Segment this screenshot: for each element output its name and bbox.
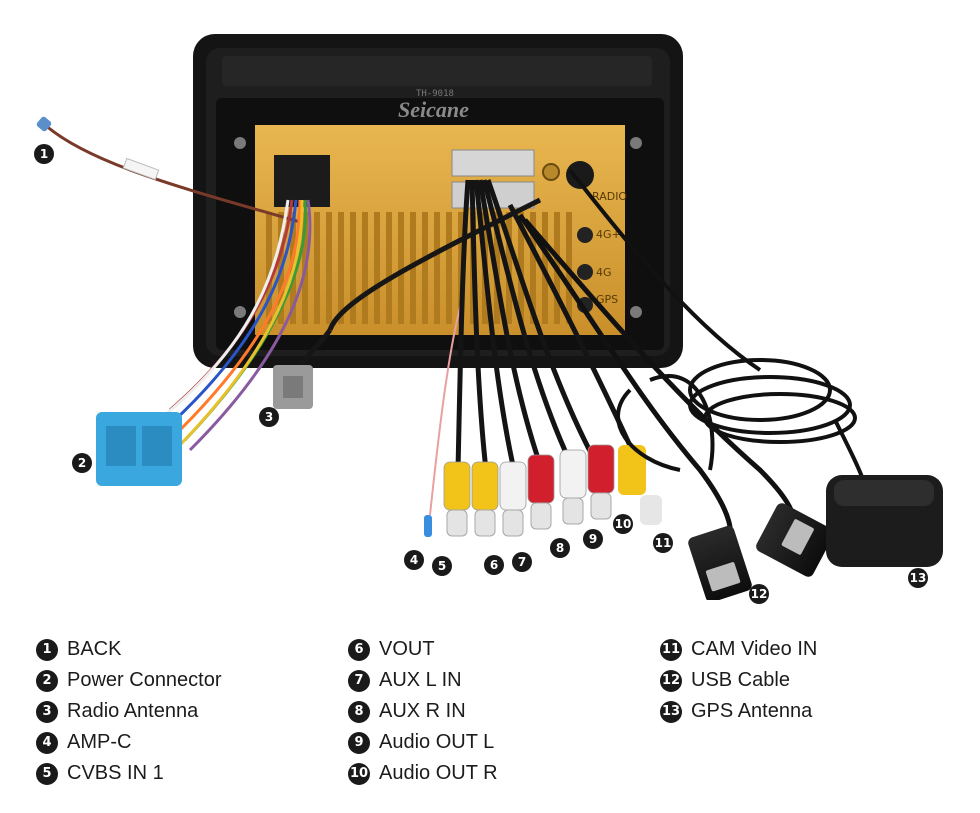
- aux-l-in-plug: [499, 461, 527, 511]
- audio-out-r-plug-tip: [590, 492, 612, 520]
- cooling-fin: [422, 212, 428, 324]
- vout-plug-tip: [474, 509, 496, 537]
- legend-badge: 9: [348, 731, 370, 754]
- callout-10: 10: [613, 514, 633, 534]
- legend-col-2: 6 VOUT 7 AUX L IN 8 AUX R IN 9 Audio OUT L 1…: [348, 634, 498, 789]
- legend-label: AUX L IN: [379, 669, 462, 691]
- cooling-fin: [362, 212, 368, 324]
- legend-badge: 10: [348, 762, 370, 785]
- legend-item: 1 BACK: [36, 634, 222, 665]
- cooling-fin: [266, 212, 272, 324]
- callout-5: 5: [432, 556, 452, 576]
- legend-badge: 4: [36, 731, 58, 754]
- legend-badge: 2: [36, 669, 58, 692]
- aux-l-in-plug-tip: [502, 509, 524, 537]
- cooling-fin: [350, 212, 356, 324]
- legend-badge: 6: [348, 638, 370, 661]
- head-unit-diagram: TH-9018 Seicane RADIO 4G+ 4G GPS: [36, 34, 943, 600]
- cooling-fin: [326, 212, 332, 324]
- 4g-port-label: 4G+: [596, 228, 621, 241]
- gps-antenna: [568, 168, 943, 567]
- gps-port-label: GPS: [596, 293, 618, 306]
- vout-plug: [471, 461, 499, 511]
- legend-item: 4 AMP-C: [36, 727, 222, 758]
- legend-badge: 7: [348, 669, 370, 692]
- legend-badge: 12: [660, 669, 682, 692]
- cooling-fin: [530, 212, 536, 324]
- cooling-fin: [518, 212, 524, 324]
- callout-13: 13: [908, 568, 928, 588]
- model-text: TH-9018: [416, 89, 454, 99]
- legend-label: AUX R IN: [379, 700, 466, 722]
- aux-r-in-plug-tip: [530, 502, 552, 530]
- legend-col-3: 11 CAM Video IN 12 USB Cable 13 GPS Antenna: [660, 634, 817, 727]
- legend-item: 9 Audio OUT L: [348, 727, 498, 758]
- legend-badge: 5: [36, 762, 58, 785]
- legend-badge: 13: [660, 700, 682, 723]
- legend-label: Power Connector: [67, 669, 222, 691]
- legend-item: 13 GPS Antenna: [660, 696, 817, 727]
- audio-out-l-plug-tip: [562, 497, 584, 525]
- radio-antenna-cable: [273, 197, 542, 409]
- radio-port-label: RADIO: [592, 190, 627, 203]
- callout-4: 4: [404, 550, 424, 570]
- legend-item: 8 AUX R IN: [348, 696, 498, 727]
- cam-video-plug: [618, 445, 662, 525]
- legend-label: Radio Antenna: [67, 700, 199, 722]
- legend-label: VOUT: [379, 638, 435, 660]
- legend-item: 5 CVBS IN 1: [36, 758, 222, 789]
- legend-label: CAM Video IN: [691, 638, 818, 660]
- rca-bundle: [455, 179, 603, 472]
- cooling-fin: [314, 212, 320, 324]
- cooling-fin: [374, 212, 380, 324]
- callout-7: 7: [512, 552, 532, 572]
- callout-6: 6: [484, 555, 504, 575]
- callout-2: 2: [72, 453, 92, 473]
- callout-12: 12: [749, 584, 769, 604]
- cooling-fin: [398, 212, 404, 324]
- legend-item: 10 Audio OUT R: [348, 758, 498, 789]
- legend-item: 2 Power Connector: [36, 665, 222, 696]
- legend-label: Audio OUT R: [379, 762, 498, 784]
- cvbs-in-plug-tip: [446, 509, 468, 537]
- legend-item: 12 USB Cable: [660, 665, 817, 696]
- 4g-b-port-label: 4G: [596, 266, 612, 279]
- cooling-fin: [434, 212, 440, 324]
- cooling-fin: [338, 212, 344, 324]
- amp-c-tip: [424, 515, 432, 537]
- callout-3: 3: [259, 407, 279, 427]
- legend-label: AMP-C: [67, 731, 132, 753]
- aux-r-in-plug: [527, 454, 555, 504]
- amp-c-wire: [429, 299, 463, 516]
- legend-label: Audio OUT L: [379, 731, 495, 753]
- legend-item: 3 Radio Antenna: [36, 696, 222, 727]
- brand-logo: Seicane: [398, 97, 469, 122]
- cvbs-in-plug: [443, 461, 471, 511]
- legend-badge: 11: [660, 638, 682, 661]
- audio-out-l-plug: [559, 449, 587, 499]
- legend-label: USB Cable: [691, 669, 790, 691]
- legend-label: GPS Antenna: [691, 700, 813, 722]
- power-harness: [96, 199, 312, 486]
- legend-badge: 3: [36, 700, 58, 723]
- callout-1: 1: [34, 144, 54, 164]
- rca-plugs: [443, 444, 615, 537]
- legend-label: CVBS IN 1: [67, 762, 164, 784]
- callout-9: 9: [583, 529, 603, 549]
- cooling-fin: [446, 212, 452, 324]
- callout-11: 11: [653, 533, 673, 553]
- legend-label: BACK: [67, 638, 122, 660]
- callout-8: 8: [550, 538, 570, 558]
- legend-badge: 1: [36, 638, 58, 661]
- legend-item: 6 VOUT: [348, 634, 498, 665]
- back-wire: [36, 116, 301, 224]
- usb-cables: [517, 213, 834, 600]
- legend-badge: 8: [348, 700, 370, 723]
- cooling-fin: [386, 212, 392, 324]
- legend-item: 11 CAM Video IN: [660, 634, 817, 665]
- audio-out-r-plug: [587, 444, 615, 494]
- legend-item: 7 AUX L IN: [348, 665, 498, 696]
